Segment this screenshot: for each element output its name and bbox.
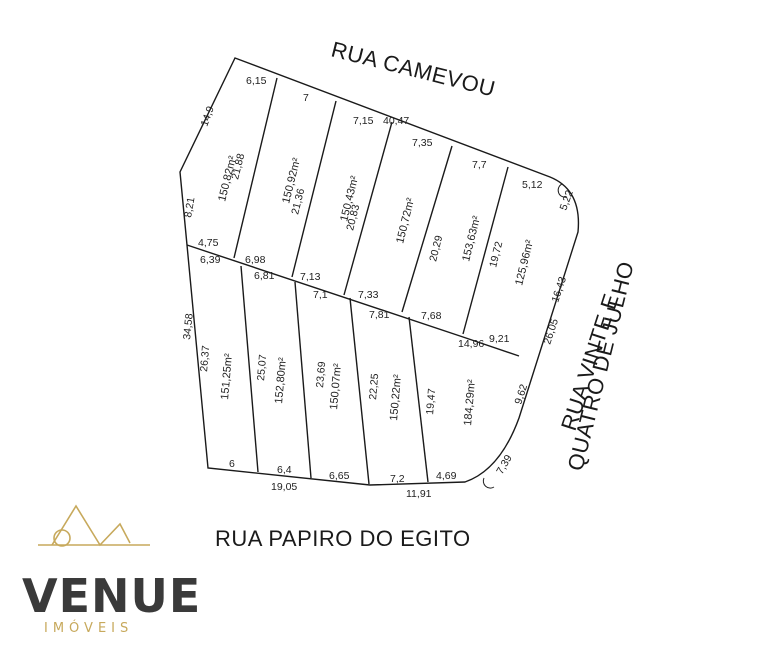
upper-lot-divider-1 bbox=[233, 77, 278, 259]
dim-bottom-3: 6,65 bbox=[329, 470, 350, 482]
dim-top-4: 7,35 bbox=[412, 137, 433, 149]
dim-left-upper-b: 8,21 bbox=[182, 196, 197, 218]
dim-mid-a-6: 9,21 bbox=[489, 333, 510, 345]
dim-mid-b-3: 7,1 bbox=[313, 289, 328, 301]
brand-mark-icon bbox=[38, 504, 150, 547]
dim-bottom-total-left: 19,05 bbox=[271, 481, 297, 493]
area-lower-4: 150,22m² bbox=[388, 374, 404, 422]
area-lower-5: 184,29m² bbox=[462, 379, 478, 427]
upper-lot-divider-4 bbox=[401, 145, 453, 313]
lot-boundaries bbox=[179, 57, 580, 486]
dim-bottom-1: 6 bbox=[229, 458, 235, 470]
dim-mid-a-2: 6,98 bbox=[245, 254, 266, 266]
depth-upper-5: 19,72 bbox=[487, 240, 505, 269]
upper-lot-divider-2 bbox=[291, 100, 337, 278]
depth-lower-1: 26,37 bbox=[198, 345, 212, 372]
dim-left-upper-a: 14,9 bbox=[199, 105, 217, 128]
dim-east-upper: 16,43 bbox=[549, 275, 569, 304]
dim-corner-se: 7,39 bbox=[494, 453, 515, 477]
dim-mid-a-5: 7,68 bbox=[421, 310, 442, 322]
dim-corner-ne: 5,22 bbox=[558, 189, 576, 212]
corner-arc-se bbox=[482, 477, 495, 489]
brand-sub: IMÓVEIS bbox=[44, 620, 133, 636]
dim-top-1: 6,15 bbox=[246, 75, 267, 87]
street-north: RUA CAMEVOU bbox=[329, 37, 498, 102]
dim-mid-b-4: 7,81 bbox=[369, 309, 390, 321]
dim-bottom-total-right: 11,91 bbox=[406, 488, 432, 500]
dim-east-lower: 9,62 bbox=[512, 383, 530, 406]
dim-mid-b-2: 6,81 bbox=[254, 270, 275, 282]
dim-bottom-5: 4,69 bbox=[436, 470, 457, 482]
dim-top-6: 5,12 bbox=[522, 179, 543, 191]
dim-mid-a-3: 7,13 bbox=[300, 271, 321, 283]
dim-top-3: 7,15 bbox=[353, 115, 374, 127]
lower-lot-divider-4 bbox=[408, 316, 429, 483]
lower-lot-divider-3 bbox=[349, 297, 370, 485]
area-upper-5: 153,63m² bbox=[460, 214, 483, 262]
area-upper-6: 125,96m² bbox=[513, 238, 536, 286]
area-lower-1: 151,25m² bbox=[219, 353, 235, 401]
brand-name: VENUE bbox=[22, 569, 201, 623]
dim-bottom-4: 7,2 bbox=[390, 473, 405, 485]
dim-top-2: 7 bbox=[303, 92, 309, 104]
brand-logo: VENUE IMÓVEIS bbox=[22, 504, 201, 636]
dim-mid-a-4: 7,33 bbox=[358, 289, 379, 301]
depth-upper-4: 20,29 bbox=[427, 234, 445, 263]
lower-lot-divider-1 bbox=[240, 265, 259, 473]
depth-lower-3: 23,69 bbox=[314, 361, 328, 388]
area-lower-3: 150,07m² bbox=[328, 363, 344, 411]
dim-bottom-2: 6,4 bbox=[277, 464, 292, 476]
dim-left-lower: 34,58 bbox=[181, 313, 196, 341]
street-south: RUA PAPIRO DO EGITO bbox=[215, 526, 471, 551]
area-upper-4: 150,72m² bbox=[394, 196, 417, 244]
upper-lot-divider-3 bbox=[343, 121, 393, 296]
upper-lot-divider-5 bbox=[462, 166, 509, 335]
depth-lower-2: 25,07 bbox=[255, 354, 269, 381]
dim-top-total: 40,47 bbox=[383, 115, 409, 127]
dim-mid-b-1: 6,39 bbox=[200, 254, 221, 266]
corner-arc-ne bbox=[557, 183, 568, 198]
area-lower-2: 152,80m² bbox=[273, 357, 289, 405]
depth-lower-4: 22,25 bbox=[367, 373, 381, 400]
depth-lower-5: 19,47 bbox=[424, 388, 438, 415]
block-outline bbox=[179, 57, 580, 486]
middle-divider bbox=[186, 244, 520, 357]
dim-east-total: 26,05 bbox=[541, 317, 561, 346]
dim-mid-b-5: 14,96 bbox=[458, 338, 484, 350]
lower-lot-divider-2 bbox=[294, 281, 312, 479]
dim-mid-a-1: 4,75 bbox=[198, 237, 219, 249]
dim-top-5: 7,7 bbox=[472, 159, 487, 171]
